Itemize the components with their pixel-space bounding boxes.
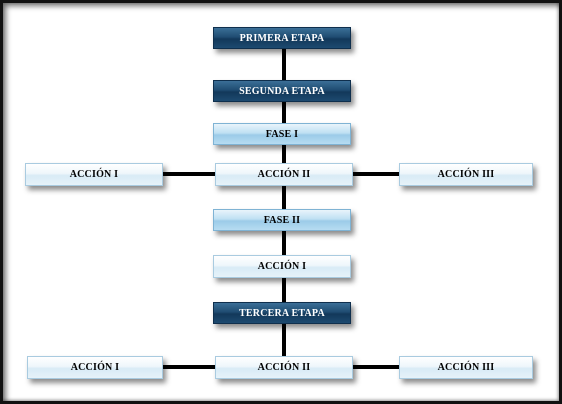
node-fase1-accion-1: ACCIÓN I [25,163,163,186]
node-fase1-accion-2: ACCIÓN II [215,163,353,186]
node-segunda-etapa: SEGUNDA ETAPA [213,80,351,102]
node-fase-1: FASE I [213,123,351,145]
node-tercera-accion-1: ACCIÓN I [27,356,163,379]
node-tercera-accion-2: ACCIÓN II [215,356,353,379]
node-primera-etapa: PRIMERA ETAPA [213,27,351,49]
node-tercera-accion-3: ACCIÓN III [399,356,533,379]
node-fase-2: FASE II [213,209,351,231]
connector-main-vertical-bottom [282,323,286,359]
node-fase1-accion-3: ACCIÓN III [399,163,533,186]
node-tercera-etapa: TERCERA ETAPA [213,302,351,324]
node-fase2-accion-1: ACCIÓN I [213,255,351,278]
